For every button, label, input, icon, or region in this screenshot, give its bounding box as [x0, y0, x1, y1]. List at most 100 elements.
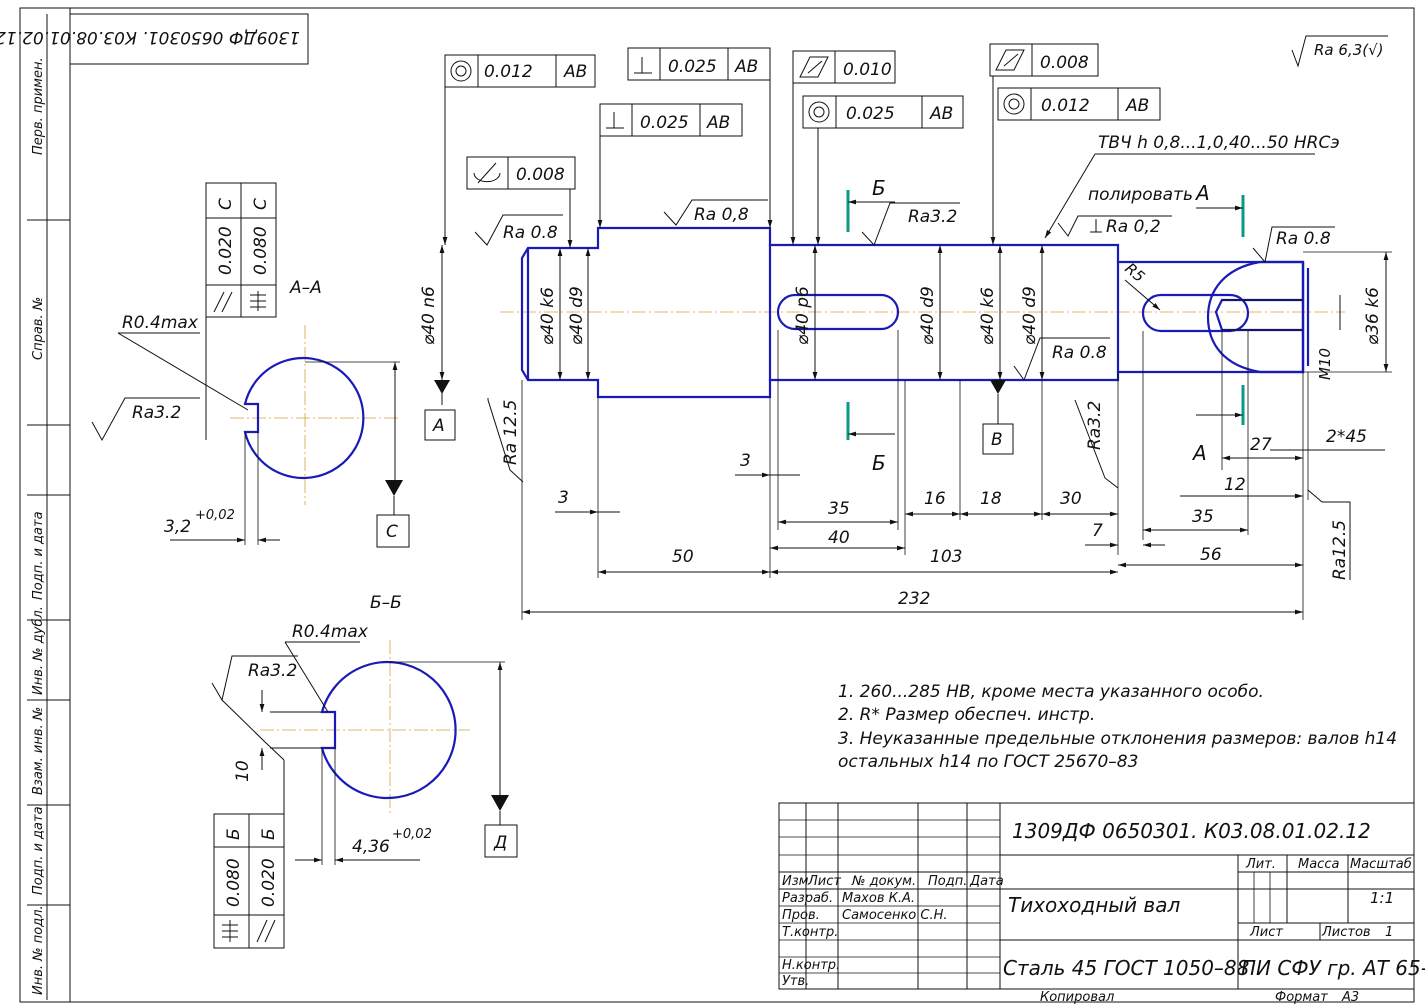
sec-a-top: А	[1194, 181, 1210, 205]
dim-12: 12	[1224, 475, 1246, 495]
dim-35b: 35	[1192, 507, 1214, 527]
tol-runout-left-d: AB	[563, 62, 587, 82]
tb-hdr-1: Лист	[807, 874, 841, 889]
hardening-note: ТВЧ h 0,8...1,0,40...50 HRCэ	[1098, 133, 1340, 153]
tb-hdr-4: Дата	[969, 874, 1004, 889]
tb-person-0: Махов К.А.	[842, 891, 915, 906]
section-aa-d0: С	[216, 198, 236, 210]
tb-role-4: Утв.	[782, 974, 809, 989]
tb-sheets: Листов	[1321, 925, 1371, 940]
side-label-0: Перв. примен.	[31, 57, 46, 155]
polish-note: полировать	[1088, 185, 1193, 205]
tb-role-0: Разраб.	[782, 891, 833, 906]
shaft-outline	[520, 226, 1305, 399]
dia-3: ⌀40 p6	[793, 286, 813, 345]
diameter-labels: ⌀40 n6 ⌀40 k6 ⌀40 d9 ⌀40 p6 ⌀40 d9 ⌀40 k…	[419, 245, 1392, 380]
section-bb-r: R0.4max	[292, 622, 369, 642]
ra-08-b: Ra 0,8	[694, 205, 749, 225]
ra-polish: Ra 0,2	[1106, 217, 1161, 237]
ra-125-left: Ra 12.5	[501, 400, 521, 466]
dim-2x45: 2*45	[1326, 427, 1367, 447]
section-bb-shape	[320, 660, 457, 800]
ra-08-right: Ra 0.8	[1276, 229, 1331, 249]
tol-perp-second: 0.025 AB	[597, 103, 743, 228]
tol-runout-left-v: 0.012	[484, 62, 533, 82]
tol-perp-top-v: 0.025	[668, 57, 717, 77]
section-bb-v0: 0.080	[224, 858, 244, 907]
section-bb-d0: Б	[224, 828, 244, 840]
technical-notes: 1. 260...285 HB, кроме места указанного …	[838, 682, 1397, 772]
tol-cyl-right-v: 0.008	[1040, 53, 1089, 73]
section-bb-width: 4,36	[352, 837, 390, 857]
section-bb-d1: Б	[259, 828, 279, 840]
side-label-2: Подп. и дата	[31, 511, 46, 600]
tb-name: Тихоходный вал	[1008, 893, 1180, 917]
tol-conc-mid: 0.025 AB	[802, 95, 964, 245]
dia-2: ⌀40 d9	[567, 286, 587, 345]
sec-b-bottom: Б	[872, 451, 886, 475]
section-aa-datum: С	[386, 522, 398, 542]
section-aa-title: А–А	[289, 278, 322, 298]
keyway-right	[1141, 293, 1250, 333]
datum-a-label: А	[432, 416, 445, 436]
section-marks: Б Б А А	[846, 176, 1245, 475]
sheet-border	[19, 7, 1415, 1003]
section-aa-d1: С	[251, 198, 271, 210]
tb-copied: Копировал	[1040, 990, 1114, 1005]
tb-hdr-3: Подп.	[928, 874, 967, 889]
tol-runout-left: 0.012 AB	[442, 54, 596, 245]
tol-conc-mid-d: AB	[929, 104, 953, 124]
section-bb-datum: Д	[493, 833, 507, 853]
tol-cyl-right: 0.008	[989, 43, 1099, 245]
dim-3a: 3	[558, 488, 569, 508]
dim-7: 7	[1092, 521, 1103, 541]
tb-org: ПИ СФУ гр. АТ 65-1	[1241, 956, 1425, 980]
tb-role-2: Т.контр.	[782, 925, 838, 940]
section-aa: А–А С 0.020 0.080 С С R0.4max Ra3.2 3,2 …	[91, 182, 410, 548]
tol-conc-right-v: 0.012	[1041, 96, 1090, 116]
ra-125-right: Ra12.5	[1330, 520, 1350, 580]
section-aa-width-tol: +0,02	[195, 508, 235, 523]
tol-perp-top-d: AB	[734, 57, 758, 77]
dim-50: 50	[672, 547, 694, 567]
note-3: 3. Неуказанные предельные отклонения раз…	[838, 729, 1397, 749]
note-4: остальных h14 по ГОСТ 25670–83	[838, 752, 1138, 772]
tb-role-3: Н.контр.	[782, 958, 840, 973]
threaded-end-section	[1206, 260, 1305, 374]
section-bb-ra: Ra3.2	[248, 661, 297, 681]
tol-runout-small-left: 0.008	[466, 156, 576, 248]
tb-scale: 1:1	[1370, 889, 1394, 907]
tb-format-v: А3	[1341, 990, 1359, 1005]
dim-35a: 35	[828, 499, 850, 519]
surface-notes: ТВЧ h 0,8...1,0,40...50 HRCэ полировать …	[474, 133, 1351, 580]
dim-30: 30	[1060, 489, 1082, 509]
ra-08-lower: Ra 0.8	[1052, 343, 1107, 363]
dim-27: 27	[1250, 435, 1272, 455]
dia-6: ⌀40 d9	[1020, 286, 1040, 345]
tb-scale-h: Масштаб	[1350, 857, 1412, 872]
r5-label: R5	[1121, 259, 1148, 286]
ra-08-a: Ra 0.8	[503, 223, 558, 243]
side-label-3: Инв. № дубл.	[31, 606, 46, 695]
section-aa-ra: Ra3.2	[132, 403, 181, 423]
tb-role-1: Пров.	[782, 908, 820, 923]
title-block: 1309ДФ 0650301. К03.08.01.02.12 Тихоходн…	[778, 802, 1425, 1005]
side-label-1: Справ. №	[31, 297, 46, 360]
tb-material: Сталь 45 ГОСТ 1050–88	[1003, 956, 1249, 980]
dim-18: 18	[980, 489, 1002, 509]
tol-runout-small-v: 0.008	[516, 165, 565, 185]
sec-a-bottom: А	[1191, 441, 1207, 465]
tol-conc-right: 0.012 AB	[997, 87, 1161, 121]
section-bb-title: Б–Б	[370, 593, 402, 613]
ra-32: Ra3.2	[908, 207, 957, 227]
section-aa-r: R0.4max	[122, 313, 199, 333]
side-strip: Перв. примен. Справ. № Подп. и дата Инв.…	[27, 14, 70, 1000]
general-roughness-text: Ra 6,3(√)	[1314, 41, 1384, 59]
dim-40: 40	[828, 528, 850, 548]
section-aa-v0: 0.020	[216, 226, 236, 275]
sec-b-top: Б	[872, 176, 886, 200]
ra-32-lower: Ra3.2	[1085, 401, 1105, 450]
thread-label: M10	[1316, 348, 1334, 380]
note-1: 1. 260...285 HB, кроме места указанного …	[838, 682, 1264, 702]
